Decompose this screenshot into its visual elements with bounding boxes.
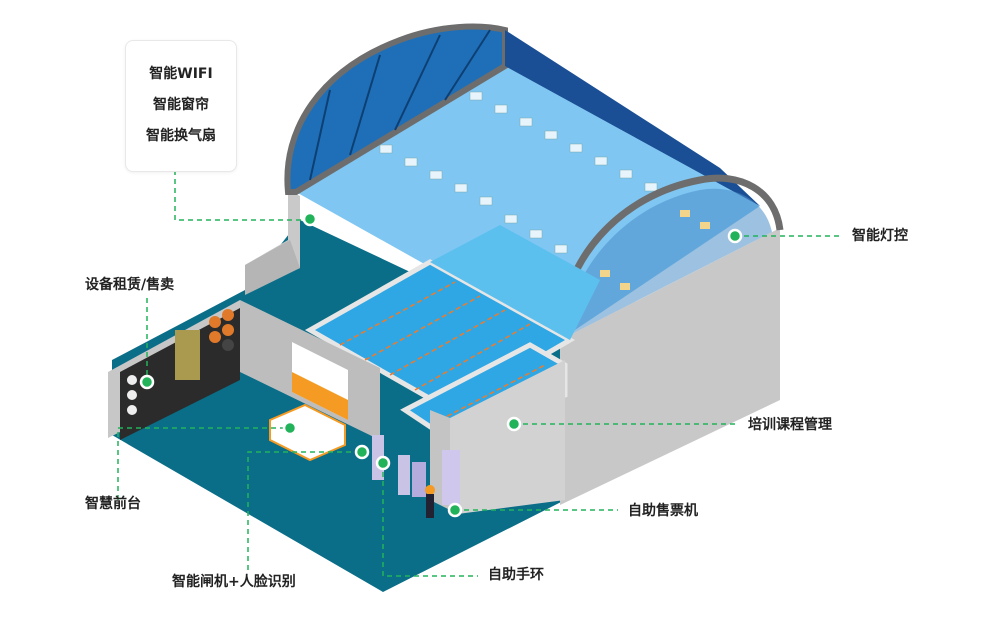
- shop-balls: [127, 309, 234, 415]
- left-arch-ribs: [309, 29, 491, 181]
- info-item-fan: 智能换气扇: [146, 128, 216, 144]
- marker-dot-lighting: [727, 228, 743, 244]
- left-arch: [284, 23, 508, 195]
- gates: [372, 435, 460, 518]
- marker-dots: [139, 211, 743, 518]
- label-front-desk: 智慧前台: [85, 496, 141, 512]
- marker-dot-wifi: [302, 211, 318, 227]
- info-item-curtain: 智能窗帘: [153, 97, 209, 113]
- info-box: 智能WIFI 智能窗帘 智能换气扇: [125, 40, 237, 172]
- connector-lines: [117, 170, 840, 577]
- marker-dot-equipment: [139, 374, 155, 390]
- label-lighting: 智能灯控: [852, 228, 908, 244]
- marker-dot-ticket: [447, 502, 463, 518]
- label-wristband: 自助手环: [488, 567, 544, 583]
- pool-front-wall: [450, 360, 565, 515]
- roof-top: [505, 30, 760, 206]
- label-training: 培训课程管理: [748, 417, 832, 433]
- right-end-wall: [560, 228, 780, 505]
- front-desk: [269, 403, 346, 462]
- marker-dot-front-desk: [282, 420, 298, 436]
- label-ticket-machine: 自助售票机: [628, 503, 698, 519]
- info-item-wifi: 智能WIFI: [149, 66, 213, 82]
- light-fixtures: [379, 91, 658, 254]
- marker-dot-wristband: [375, 455, 391, 471]
- hall-back-wall: [245, 240, 300, 295]
- warm-lights: [600, 210, 710, 290]
- label-gate: 智能闸机+人脸识别: [172, 574, 296, 590]
- right-arch-glass: [560, 188, 772, 340]
- marker-dot-training: [506, 416, 522, 432]
- banner-stripe: [292, 372, 348, 420]
- marker-dot-gate: [354, 444, 370, 460]
- pool-upper: [430, 225, 600, 340]
- label-equipment: 设备租赁/售卖: [85, 277, 175, 293]
